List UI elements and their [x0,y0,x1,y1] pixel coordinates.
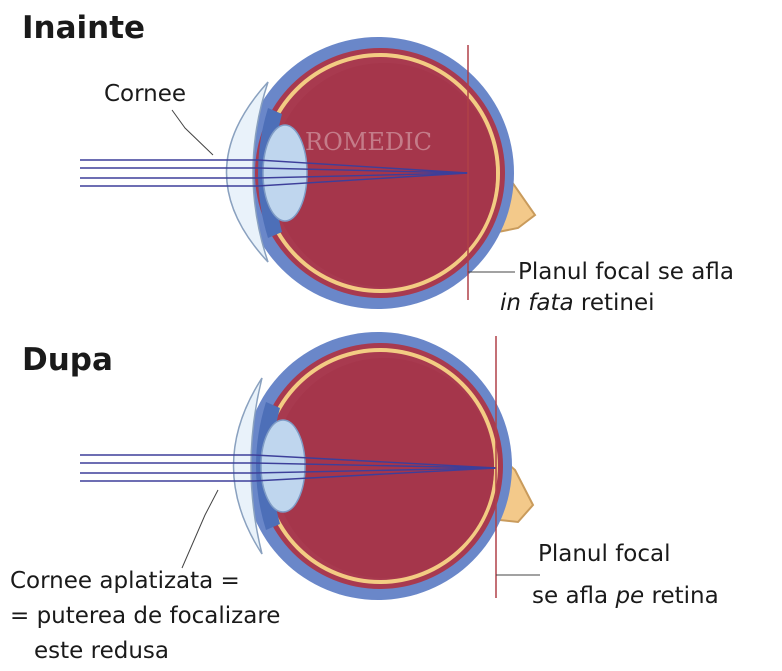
focal-before-rest: retinei [574,290,655,316]
focal-after-rest: retina [644,583,719,609]
focal-before-emphasis: in fata [500,290,574,316]
label-focal-after-line2: se afla pe retina [532,582,719,611]
lens-before [263,125,307,221]
label-focal-after-line1: Planul focal [538,540,671,569]
label-focal-before-line1: Planul focal se afla [518,258,734,287]
heading-before: Inainte [22,10,145,46]
cornea-leader-after [182,490,218,568]
focal-after-emphasis: pe [615,583,644,609]
vitreous-after [274,358,494,578]
focal-after-pre: se afla [532,583,615,609]
label-cornea-before: Cornee [104,80,186,109]
cornea-leader-before [172,110,213,155]
label-cornea-after-line1: Cornee aplatizata = [10,567,240,596]
heading-after: Dupa [22,342,113,378]
label-focal-before-line2: in fata retinei [500,289,655,318]
eye-after [80,332,540,600]
lens-after [261,420,305,512]
eye-before: ROMEDIC [80,37,535,309]
watermark-before: ROMEDIC [305,128,432,156]
label-cornea-after-line2: = puterea de focalizare [10,602,280,631]
label-cornea-after-line3: este redusa [34,637,169,666]
